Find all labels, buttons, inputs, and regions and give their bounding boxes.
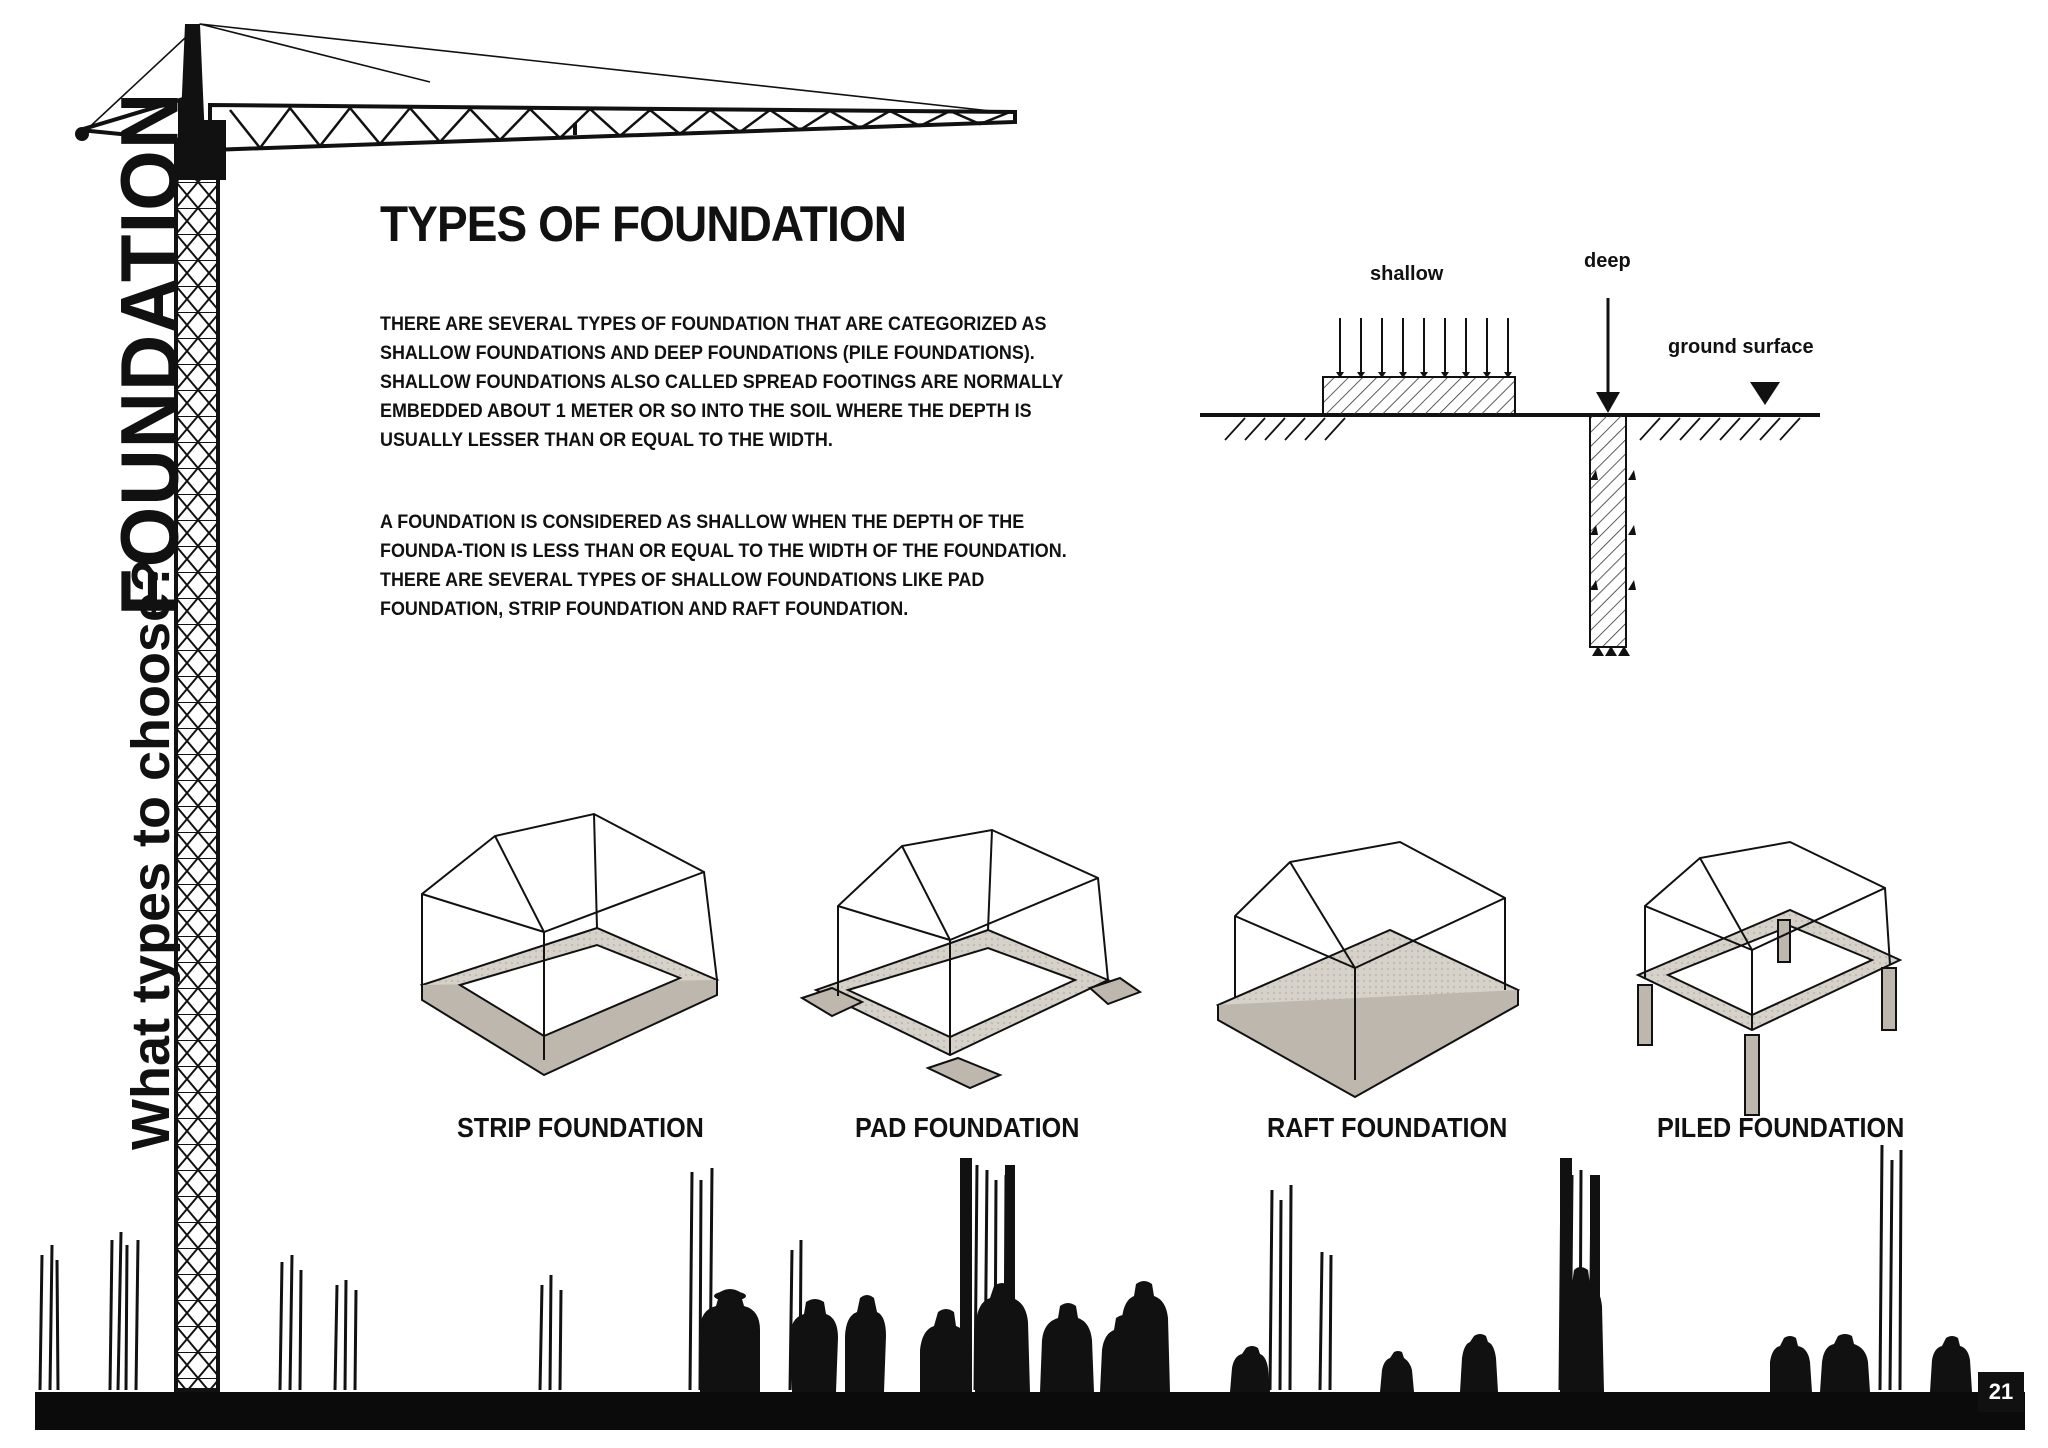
label-shallow: shallow <box>1370 263 1444 285</box>
page-title: TYPES OF FOUNDATION <box>380 196 907 252</box>
page-number: 21 <box>1988 1379 2014 1404</box>
raft-foundation-drawing <box>1215 840 1521 1099</box>
strip-foundation-drawing <box>419 812 720 1077</box>
caption-piled-foundation: PILED FOUNDATION <box>1657 1112 1905 1143</box>
caption-strip-foundation: STRIP FOUNDATION <box>457 1112 704 1143</box>
shallow-paragraph: A FOUNDATION IS CONSIDERED AS SHALLOW WH… <box>380 511 1067 620</box>
caption-pad-foundation: PAD FOUNDATION <box>855 1112 1080 1143</box>
intro-paragraph: THERE ARE SEVERAL TYPES OF FOUNDATION TH… <box>380 313 1064 451</box>
label-ground-surface: ground surface <box>1668 336 1814 358</box>
caption-raft-foundation: RAFT FOUNDATION <box>1267 1112 1508 1143</box>
shallow-deep-diagram <box>1200 298 1820 656</box>
vertical-subtitle-question: What types to choose? <box>121 558 181 1150</box>
piled-foundation-drawing <box>1635 840 1903 1116</box>
label-deep: deep <box>1584 250 1631 272</box>
pad-foundation-drawing <box>799 828 1143 1090</box>
vertical-title-foundation: FOUNDATION <box>103 91 196 616</box>
